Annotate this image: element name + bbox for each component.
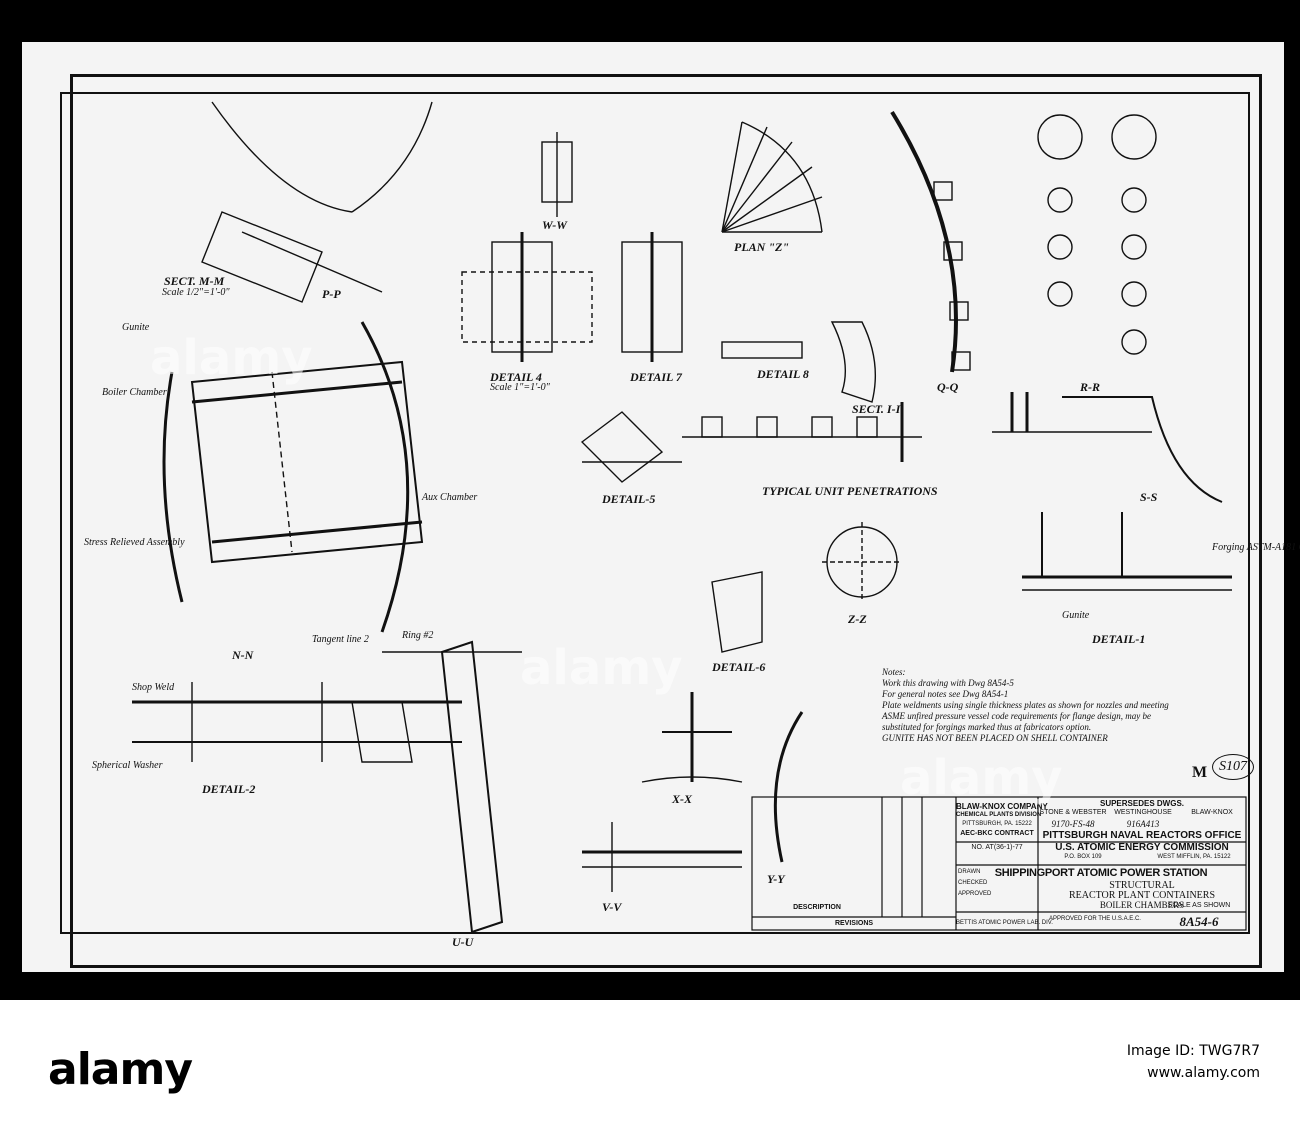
label-ww: W-W xyxy=(542,218,567,232)
section-uu xyxy=(440,640,504,934)
arc-boiler-top xyxy=(211,101,353,213)
label-yy: Y-Y xyxy=(767,872,785,886)
tb-checked: CHECKED xyxy=(958,880,988,886)
tb-scale: SCALE AS SHOWN xyxy=(1167,902,1231,909)
title-block-frame xyxy=(751,796,1247,931)
label-aux-chamber: Aux Chamber xyxy=(422,492,478,503)
label-rr: R-R xyxy=(1080,380,1101,394)
notes-line-2: Work this drawing with Dwg 8A54-5 xyxy=(882,678,1014,688)
tb-company: BLAW-KNOX COMPANY xyxy=(956,802,1048,811)
tb-drawn: DRAWN xyxy=(958,869,981,875)
tb-stone-webster: STONE & WEBSTER xyxy=(1039,809,1107,816)
alamy-watermark-2: alamy xyxy=(520,640,683,696)
tb-title-1: STRUCTURAL xyxy=(1109,880,1175,891)
label-detail-5: DETAIL-5 xyxy=(602,492,656,506)
label-ring-2: Ring #2 xyxy=(402,630,434,641)
tb-contract-no: NO. AT(36-1)-77 xyxy=(971,844,1023,851)
label-forging: Forging ASTM-A181 G-II xyxy=(1212,542,1300,553)
revision-stamp: S107 xyxy=(1212,754,1254,780)
tb-description: DESCRIPTION xyxy=(793,904,841,911)
sheet-border-inner xyxy=(60,92,1250,934)
label-detail-8: DETAIL 8 xyxy=(757,367,809,381)
label-detail-7: DETAIL 7 xyxy=(630,370,682,384)
tb-approved: APPROVED xyxy=(958,891,992,897)
label-detail-4: DETAIL 4 xyxy=(490,370,542,384)
tb-blaw-knox-col: BLAW-KNOX xyxy=(1191,809,1233,816)
label-zz: Z-Z xyxy=(848,612,867,626)
section-pp xyxy=(201,211,323,303)
sheet-border-outer xyxy=(70,74,1262,968)
label-sect-ii: SECT. I-I xyxy=(852,402,901,416)
tb-po-box: P.O. BOX 109 xyxy=(1064,854,1102,860)
tb-west-mifflin: WEST MIFFLIN, PA. 15122 xyxy=(1157,854,1231,860)
tb-supersedes: SUPERSEDES DWGS. xyxy=(1099,799,1184,808)
tb-contract-title: AEC-BKC CONTRACT xyxy=(960,830,1034,837)
tb-dwg-no: 8A54-6 xyxy=(1179,914,1219,929)
label-uu: U-U xyxy=(452,935,474,949)
label-pp: P-P xyxy=(322,287,341,301)
tb-division: CHEMICAL PLANTS DIVISION xyxy=(956,812,1042,818)
label-sect-mm: SECT. M-M xyxy=(164,274,225,288)
label-plan-z: PLAN "Z" xyxy=(734,240,789,254)
tb-city: PITTSBURGH, PA. 15222 xyxy=(962,821,1032,827)
notes-line-3: For general notes see Dwg 8A54-1 xyxy=(882,689,1009,699)
label-vv: V-V xyxy=(602,900,622,914)
label-xx: X-X xyxy=(672,792,693,806)
tb-title-3: BOILER CHAMBERS xyxy=(1099,900,1185,910)
tb-station: SHIPPINGPORT ATOMIC POWER STATION xyxy=(994,867,1208,879)
label-gunite-left: Gunite xyxy=(122,322,150,333)
tb-westinghouse: WESTINGHOUSE xyxy=(1114,809,1172,816)
label-scale-sect-mm: Scale 1/2"=1'-0" xyxy=(162,287,230,298)
drawing-linework xyxy=(132,101,1247,934)
detail-5-outline xyxy=(580,411,664,483)
general-notes: Notes: Work this drawing with Dwg 8A54-5… xyxy=(882,667,1182,744)
alamy-watermark-1: alamy xyxy=(150,330,313,386)
label-scale-detail-4: Scale 1"=1'-0" xyxy=(490,382,550,393)
label-spherical-washer: Spherical Washer xyxy=(92,760,163,771)
tb-title-2: REACTOR PLANT CONTAINERS xyxy=(1068,890,1216,901)
alamy-site: www.alamy.com xyxy=(1147,1065,1260,1081)
label-detail-1: DETAIL-1 xyxy=(1092,632,1146,646)
tb-office-2: U.S. ATOMIC ENERGY COMMISSION xyxy=(1055,842,1229,853)
typical-penetrations xyxy=(682,402,922,462)
label-typical: TYPICAL UNIT PENETRATIONS xyxy=(762,484,938,498)
alamy-meta: Image ID: TWG7R7 www.alamy.com xyxy=(1127,1040,1260,1084)
notes-line-4: Plate weldments using single thickness p… xyxy=(882,700,1169,732)
label-shop-weld: Shop Weld xyxy=(132,682,175,693)
tb-dwg-a: 9170-FS-48 xyxy=(1051,819,1095,829)
alamy-image-id: Image ID: TWG7R7 xyxy=(1126,1043,1260,1059)
tb-dwg-b: 916A413 xyxy=(1126,819,1160,829)
label-ss: S-S xyxy=(1140,490,1158,504)
label-detail-2: DETAIL-2 xyxy=(202,782,256,796)
section-yy xyxy=(773,711,804,863)
label-stress-relieved: Stress Relieved Assembly xyxy=(84,537,185,548)
bolt-circle-pattern xyxy=(1037,114,1157,355)
sheet-marker: M xyxy=(1192,764,1208,781)
label-detail-6: DETAIL-6 xyxy=(712,660,766,674)
notes-line-5: GUNITE HAS NOT BEEN PLACED ON SHELL CONT… xyxy=(882,733,1108,743)
detail-8-plate xyxy=(721,341,803,359)
alamy-footer xyxy=(0,1000,1300,1143)
alamy-logo: alamy xyxy=(48,1044,193,1095)
label-nn: N-N xyxy=(232,648,254,662)
label-gunite-right: Gunite xyxy=(1062,610,1090,621)
tb-office-1: PITTSBURGH NAVAL REACTORS OFFICE xyxy=(1042,830,1242,841)
label-tangent-line-2: Tangent line 2 xyxy=(312,634,369,645)
section-boiler-main xyxy=(190,360,424,564)
section-ss xyxy=(1062,396,1223,503)
drawing-sheet: SECT. M-M P-P W-W PLAN "Z" DETAIL 4 DETA… xyxy=(22,42,1300,972)
tb-bettis: BETTIS ATOMIC POWER LAB. DIV. xyxy=(956,920,1053,926)
alamy-watermark-3: alamy xyxy=(900,750,1063,806)
detail-6-outline xyxy=(711,571,763,653)
label-qq: Q-Q xyxy=(937,380,959,394)
notes-heading: Notes: xyxy=(882,667,906,677)
plan-z-fan xyxy=(721,121,823,233)
label-boiler-chamber: Boiler Chamber xyxy=(102,387,167,398)
tb-revisions: REVISIONS xyxy=(834,920,874,927)
tb-approved-for: APPROVED FOR THE U.S.A.E.C. xyxy=(1049,916,1141,922)
